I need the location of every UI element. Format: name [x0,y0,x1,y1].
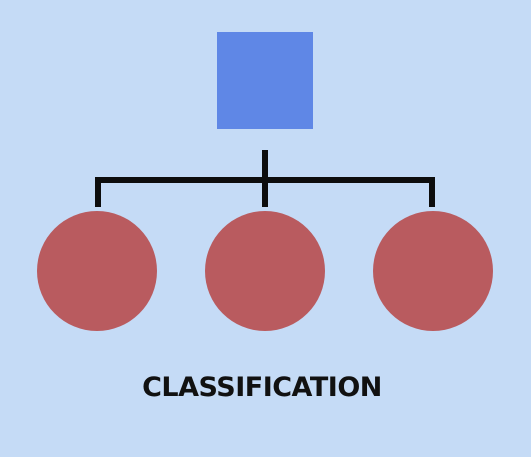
child-node-3 [373,211,493,331]
tree-connector [95,150,435,207]
child-node-1 [37,211,157,331]
diagram-caption: CLASSIFICATION [142,372,382,403]
child-node-2 [205,211,325,331]
parent-node [217,32,313,129]
